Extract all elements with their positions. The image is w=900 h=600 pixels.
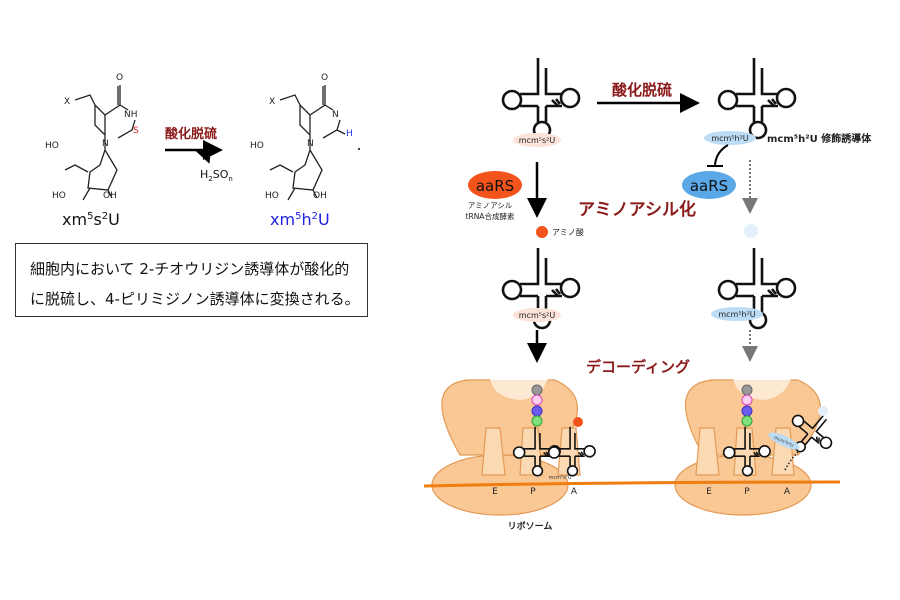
caption-box: 細胞内において 2-チオウリジン誘導体が酸化的 に脱硫し、4-ピリミジノン誘導体… <box>15 243 368 317</box>
aars-blue-label: aaRS <box>690 177 728 195</box>
inhibition-line <box>714 144 729 166</box>
site-a-right: A <box>784 487 791 497</box>
aars-desc-1: アミノアシル <box>468 201 513 210</box>
aars-orange-label: aaRS <box>476 177 514 195</box>
reactant-o: O <box>116 73 123 83</box>
h2u-label-bottom: mcm⁵h²U <box>718 310 755 319</box>
mrna-strand <box>423 480 841 488</box>
reactant-nh: NH <box>124 110 138 120</box>
product-h: H <box>346 129 353 139</box>
product-ho2: HO <box>265 191 279 201</box>
site-a-left: A <box>571 487 578 497</box>
peptide-chain-right <box>741 384 753 427</box>
aars-blue <box>682 171 736 199</box>
h2u-badge-top <box>704 131 756 145</box>
reactant-molecule <box>64 85 136 201</box>
s2u-badge-top <box>513 133 561 147</box>
reactant-s: S <box>133 126 139 136</box>
aars-desc-2: tRNA合成酵素 <box>466 211 515 221</box>
s2u-label-bottom: mcm⁵s²U <box>519 311 556 320</box>
amino-acid-label: アミノ酸 <box>552 227 584 237</box>
site-p-left: P <box>530 487 536 497</box>
byproduct-label: H2SOn <box>200 168 233 183</box>
aars-orange <box>468 171 522 199</box>
product-n2: N <box>307 139 314 149</box>
s2u-label-ribosome: mcm⁵s²U <box>549 475 572 481</box>
decoding-label: デコーディング <box>586 358 690 376</box>
product-name: xm5h2U <box>270 210 330 229</box>
site-e-right: E <box>706 487 712 497</box>
product-o: O <box>321 73 328 83</box>
product-oh: OH <box>313 191 327 201</box>
h2u-label-top: mcm⁵h²U <box>711 134 748 143</box>
trna-h2u-top <box>717 56 797 140</box>
reactant-ho2: HO <box>52 191 66 201</box>
reactant-ho1: HO <box>45 141 59 151</box>
product-molecule <box>269 85 346 201</box>
byproduct-arrow <box>194 145 212 164</box>
missing-amino-acid-dot <box>744 224 758 238</box>
caption-line-2: に脱硫し、4-ピリミジノン誘導体に変換される。 <box>30 290 360 308</box>
reactant-n: N <box>102 139 109 149</box>
amino-acid-dot <box>536 226 548 238</box>
reaction-label: 酸化脱硫 <box>165 126 217 142</box>
modified-derivative-label: mcm⁵h²U 修飾誘導体 <box>767 132 872 145</box>
oxidation-label: 酸化脱硫 <box>612 81 672 99</box>
ribosome-left <box>431 379 581 516</box>
reactant-oh: OH <box>103 191 117 201</box>
trna-s2u-top <box>501 56 581 140</box>
ribosome-label: リボソーム <box>508 520 553 532</box>
amino-acid-a-site <box>573 417 583 427</box>
s2u-label-top: mcm⁵s²U <box>519 136 556 145</box>
site-e-left: E <box>492 487 498 497</box>
product-ho1: HO <box>250 141 264 151</box>
aminoacylation-label: アミノアシル化 <box>578 199 696 220</box>
peptide-chain-left <box>531 384 543 427</box>
product-n1: N <box>332 110 339 120</box>
reactant-name: xm5s2U <box>62 210 120 229</box>
product-x: X <box>269 97 275 107</box>
site-p-right: P <box>744 487 750 497</box>
reactant-x: X <box>64 97 70 107</box>
caption-line-1: 細胞内において 2-チオウリジン誘導体が酸化的 <box>30 260 350 278</box>
